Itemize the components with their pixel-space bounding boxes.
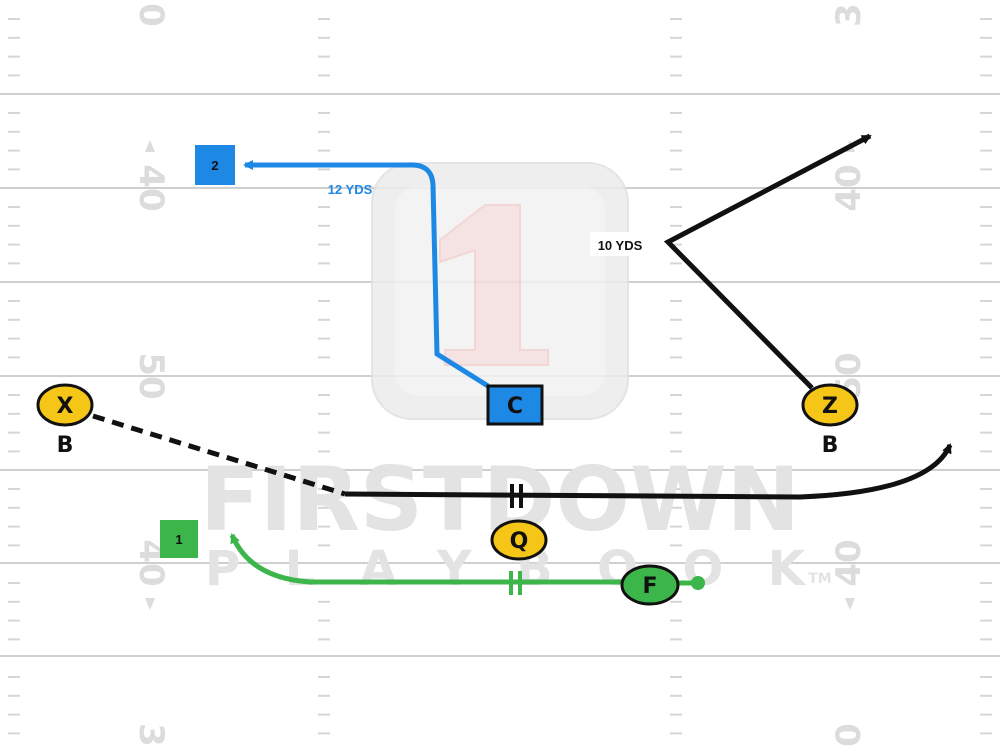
yard-number: 40 bbox=[829, 539, 869, 586]
player-x-label: X bbox=[57, 394, 74, 419]
route-c: 12 YDS 2 bbox=[195, 145, 490, 389]
player-f-label: F bbox=[642, 574, 657, 599]
player-x[interactable]: X B bbox=[36, 383, 94, 462]
player-c[interactable]: C bbox=[486, 384, 544, 426]
player-q-marker bbox=[490, 519, 548, 561]
logo-number-shape bbox=[439, 204, 549, 366]
read-order-badge bbox=[160, 520, 198, 558]
read-order-badge bbox=[195, 145, 235, 185]
read-order-label: 2 bbox=[211, 158, 218, 173]
route-z-distance: 10 YDS bbox=[598, 238, 643, 253]
player-z[interactable]: Z B bbox=[801, 383, 859, 462]
watermark-trademark: TM bbox=[808, 571, 831, 587]
route-black-path bbox=[344, 443, 953, 500]
route-c-distance: 12 YDS bbox=[328, 182, 373, 197]
read-order-label: 1 bbox=[175, 532, 182, 547]
yard-number: 40 bbox=[829, 164, 869, 211]
player-f[interactable]: F bbox=[620, 564, 680, 606]
direction-arrow-icon bbox=[145, 140, 155, 152]
route-motion-black bbox=[344, 443, 953, 508]
hash-marks bbox=[8, 18, 992, 735]
route-f-path bbox=[229, 533, 630, 585]
player-z-marker bbox=[801, 383, 859, 427]
player-x-sub-bg bbox=[40, 428, 90, 462]
route-z-distance-bg bbox=[590, 232, 655, 256]
f-motion-dot bbox=[691, 576, 705, 590]
direction-arrow-icon bbox=[145, 598, 155, 610]
yard-numbers-right: 3 40 50 40 0 bbox=[829, 3, 869, 747]
route-x bbox=[92, 413, 346, 497]
player-c-label: C bbox=[507, 394, 523, 419]
direction-arrow-icon bbox=[845, 598, 855, 610]
yard-number: 3 bbox=[131, 723, 171, 747]
yard-number: 50 bbox=[131, 352, 171, 399]
yard-number: 3 bbox=[829, 3, 869, 27]
player-z-sub-bg bbox=[805, 428, 855, 462]
player-z-label: Z bbox=[822, 394, 838, 419]
yard-number: 40 bbox=[131, 164, 171, 211]
player-q[interactable]: Q bbox=[490, 519, 548, 561]
route-c-path bbox=[243, 160, 490, 389]
player-x-sub: B bbox=[57, 433, 74, 458]
player-c-marker bbox=[486, 384, 544, 426]
yard-number: 0 bbox=[829, 723, 869, 747]
player-z-sub: B bbox=[822, 433, 839, 458]
player-f-marker bbox=[620, 564, 680, 606]
player-q-label: Q bbox=[510, 529, 529, 554]
route-z-path bbox=[663, 133, 872, 390]
route-x-dashed bbox=[92, 413, 346, 497]
route-z: 10 YDS bbox=[590, 133, 872, 390]
route-f: 1 bbox=[160, 520, 705, 595]
player-x-marker bbox=[36, 383, 94, 427]
yard-number: 0 bbox=[131, 3, 171, 27]
